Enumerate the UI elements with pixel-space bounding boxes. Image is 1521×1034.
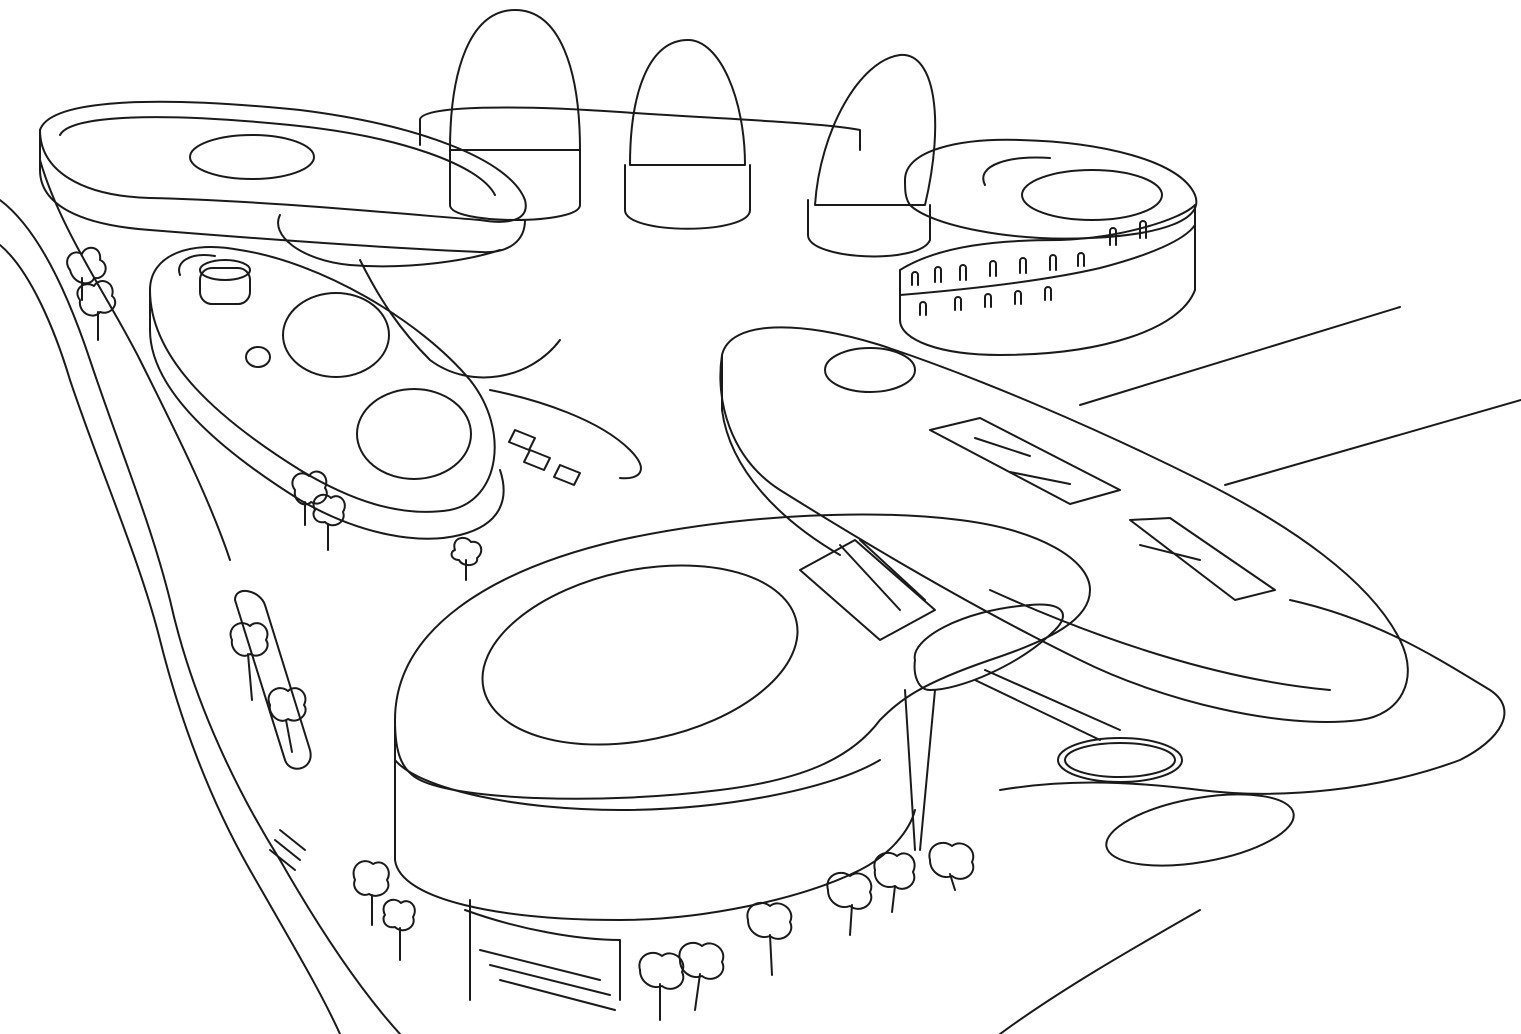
pools xyxy=(1057,737,1295,867)
trees xyxy=(66,246,975,1021)
building-middle-right xyxy=(719,326,1409,723)
cone-ring xyxy=(419,9,937,258)
site-outline xyxy=(0,159,1521,1034)
arena-arches xyxy=(911,220,1147,316)
building-left-long xyxy=(149,246,642,540)
building-top-left xyxy=(39,100,561,379)
building-central xyxy=(394,513,1121,1011)
building-right-arena xyxy=(899,138,1198,356)
garden-panel xyxy=(234,590,312,871)
